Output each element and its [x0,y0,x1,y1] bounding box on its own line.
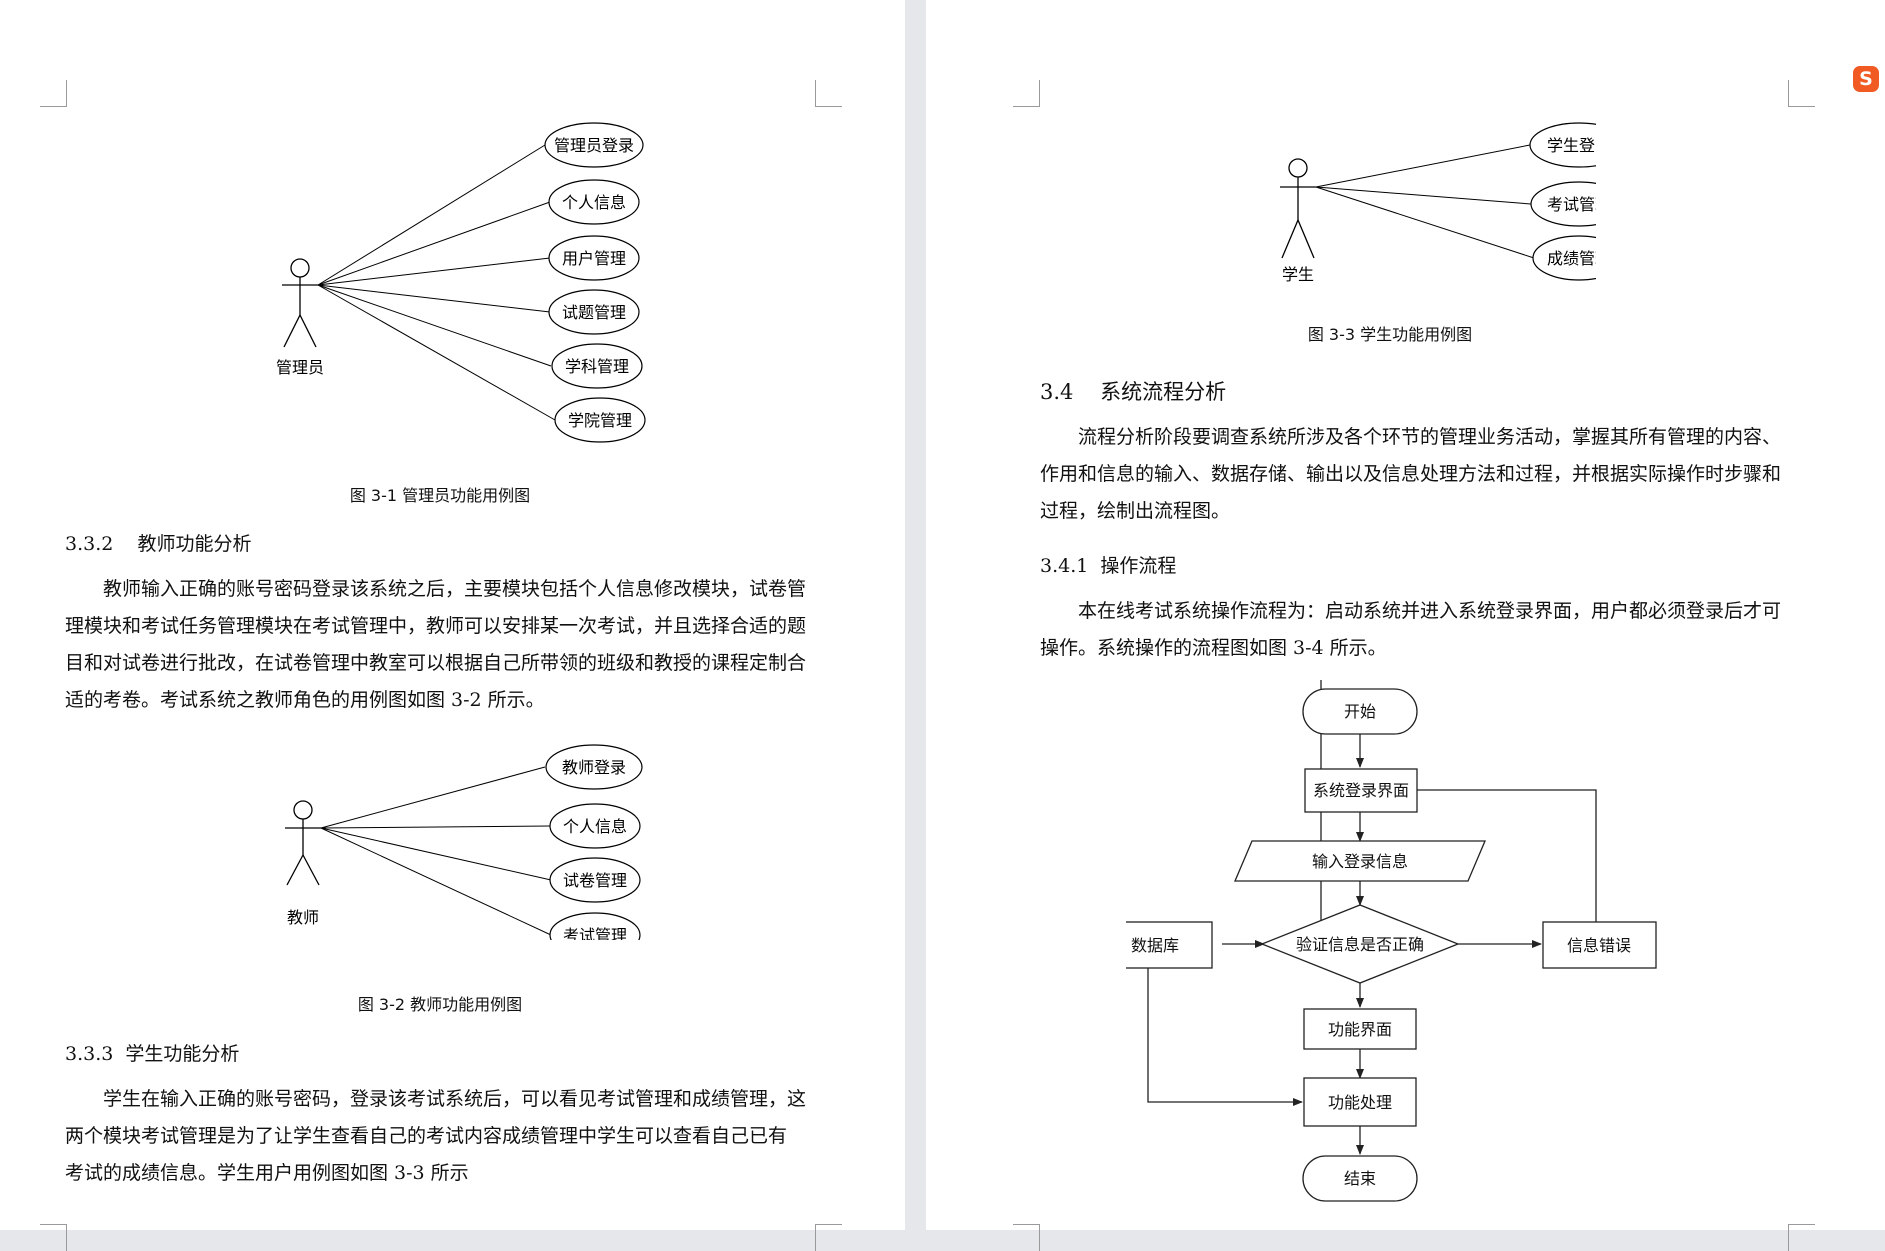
paragraph-line: 理模块和考试任务管理模块在考试管理中，教师可以安排某一次考试，并且选择合适的题 [65,615,807,637]
association-lines [320,766,552,936]
association-lines [1315,144,1535,259]
actor-teacher-figure [285,800,321,886]
paragraph-line: 学生在输入正确的账号密码，登录该考试系统后，可以看见考试管理和成绩管理，这 [103,1088,807,1110]
use-case-personal-info [548,179,640,225]
actor-student-label: 学生 [1282,265,1314,284]
paragraph-line: 操作。系统操作的流程图如图 3-4 所示。 [1040,637,1387,659]
flow-node-label: 信息错误 [1567,936,1631,955]
actor-admin-label: 管理员 [276,358,324,377]
flow-node-label: 数据库 [1131,936,1179,955]
teacher-use-case-diagram: 教师 教师登录 个人信息 试卷管理 考试管理 [285,744,643,940]
section-heading: 3.3.2 教师功能分析 [65,533,252,555]
paragraph: 流程分析阶段要调查系统所涉及各个环节的管理业务活动，掌握其所有管理的内容、 作用… [1040,419,1781,530]
use-case-student-login [1529,122,1596,168]
crop-mark [815,1224,842,1251]
flow-node-label: 开始 [1344,702,1376,721]
paragraph-line: 本在线考试系统操作流程为：启动系统并进入系统登录界面，用户都必须登录后才可 [1078,600,1782,622]
flow-verify-decision [1260,904,1460,984]
use-case-label: 试题管理 [562,303,626,322]
use-case-paper-management [549,857,641,903]
flow-database-node [1126,921,1213,969]
crop-mark [1013,80,1040,107]
crop-mark [1788,1224,1815,1251]
use-case-label: 个人信息 [563,817,627,836]
use-case-question-management [548,289,640,335]
paragraph-line: 流程分析阶段要调查系统所涉及各个环节的管理业务活动，掌握其所有管理的内容、 [1078,426,1782,448]
use-case-label: 考试管理 [1547,195,1596,214]
paragraph-line: 教师输入正确的账号密码登录该系统之后，主要模块包括个人信息修改模块，试卷管 [103,578,807,600]
flow-node-label: 结束 [1344,1169,1376,1188]
use-case-subject-management [551,343,643,389]
flow-login-screen-node [1304,768,1418,813]
use-case-exam-management [549,912,641,940]
flow-end-node [1302,1155,1418,1202]
document-page-left: 管理员 管理员登录 个人信息 用户管理 试题管理 学科管理 学院管理 图 3-1… [0,0,905,1251]
crop-mark [40,1224,67,1251]
flow-node-label: 功能界面 [1328,1020,1392,1039]
figure-caption: 图 3-2 教师功能用例图 [357,995,523,1014]
flow-error-node [1542,921,1657,969]
use-case-label: 个人信息 [562,193,626,212]
crop-mark [1788,80,1815,107]
document-page-right: 学生 学生登录 考试管理 成绩管理 图 3-3 学生功能用例图 3.4 系统流程… [926,0,1885,1251]
student-use-case-diagram: 学生 学生登录 考试管理 成绩管理 [1280,122,1596,284]
use-case-exam-management [1530,181,1596,227]
use-case-label: 试卷管理 [563,871,627,890]
use-case-label: 考试管理 [563,926,627,940]
section-heading: 3.4 系统流程分析 [1040,380,1227,404]
section-heading: 3.3.3 学生功能分析 [65,1043,240,1065]
flow-node-label: 功能处理 [1328,1093,1392,1112]
use-case-admin-login [544,122,644,168]
use-case-label: 教师登录 [562,758,626,777]
use-case-teacher-login [545,744,643,790]
paragraph-line: 两个模块考试管理是为了让学生查看自己的考试内容成绩管理中学生可以查看自己已有 [65,1125,788,1147]
use-case-label: 用户管理 [562,249,626,268]
use-case-label: 管理员登录 [554,136,634,155]
paragraph: 本在线考试系统操作流程为：启动系统并进入系统登录界面，用户都必须登录后才可 操作… [1040,593,1781,667]
sogou-ime-icon[interactable]: S [1853,66,1879,92]
flow-node-label: 系统登录界面 [1313,781,1409,800]
paragraph-line: 过程，绘制出流程图。 [1040,500,1231,522]
association-lines [317,144,556,421]
flow-input-login-node [1234,840,1486,882]
use-case-grade-management [1532,235,1596,281]
flow-function-screen-node [1303,1008,1417,1050]
admin-use-case-diagram: 管理员 管理员登录 个人信息 用户管理 试题管理 学科管理 学院管理 [276,122,646,443]
paragraph-line: 目和对试卷进行批改，在试卷管理中教室可以根据自己所带领的班级和教授的课程定制合 [65,652,807,674]
actor-teacher-label: 教师 [287,908,319,927]
paragraph: 教师输入正确的账号密码登录该系统之后，主要模块包括个人信息修改模块，试卷管 理模… [65,571,806,719]
flow-node-label: 输入登录信息 [1312,852,1408,871]
flow-start-node [1302,688,1418,735]
paragraph-line: 适的考卷。考试系统之教师角色的用例图如图 3-2 所示。 [65,689,545,711]
section-heading: 3.4.1 操作流程 [1040,555,1177,577]
figure-caption: 图 3-1 管理员功能用例图 [349,486,531,505]
actor-student-figure [1280,158,1316,259]
operation-flowchart: 开始 系统登录界面 输入登录信息 验证信息是否正确 数据库 信息错误 功能界面 … [1126,680,1657,1202]
use-case-label: 成绩管理 [1547,249,1596,268]
use-case-label: 学科管理 [565,357,629,376]
crop-mark [1013,1224,1040,1251]
use-case-personal-info [549,803,641,849]
actor-admin-figure [282,258,318,348]
use-case-label: 学生登录 [1547,136,1596,155]
paragraph: 学生在输入正确的账号密码，登录该考试系统后，可以看见考试管理和成绩管理，这 两个… [65,1081,806,1192]
use-case-user-management [548,235,640,281]
use-case-label: 学院管理 [568,411,632,430]
flow-function-process-node [1303,1077,1417,1127]
figure-caption: 图 3-3 学生功能用例图 [1307,325,1473,344]
crop-mark [40,80,67,107]
flow-node-label: 验证信息是否正确 [1296,935,1424,954]
use-case-college-management [554,397,646,443]
paragraph-line: 考试的成绩信息。学生用户用例图如图 3-3 所示 [65,1162,469,1184]
crop-mark [815,80,842,107]
paragraph-line: 作用和信息的输入、数据存储、输出以及信息处理方法和过程，并根据实际操作时步骤和 [1040,463,1782,485]
